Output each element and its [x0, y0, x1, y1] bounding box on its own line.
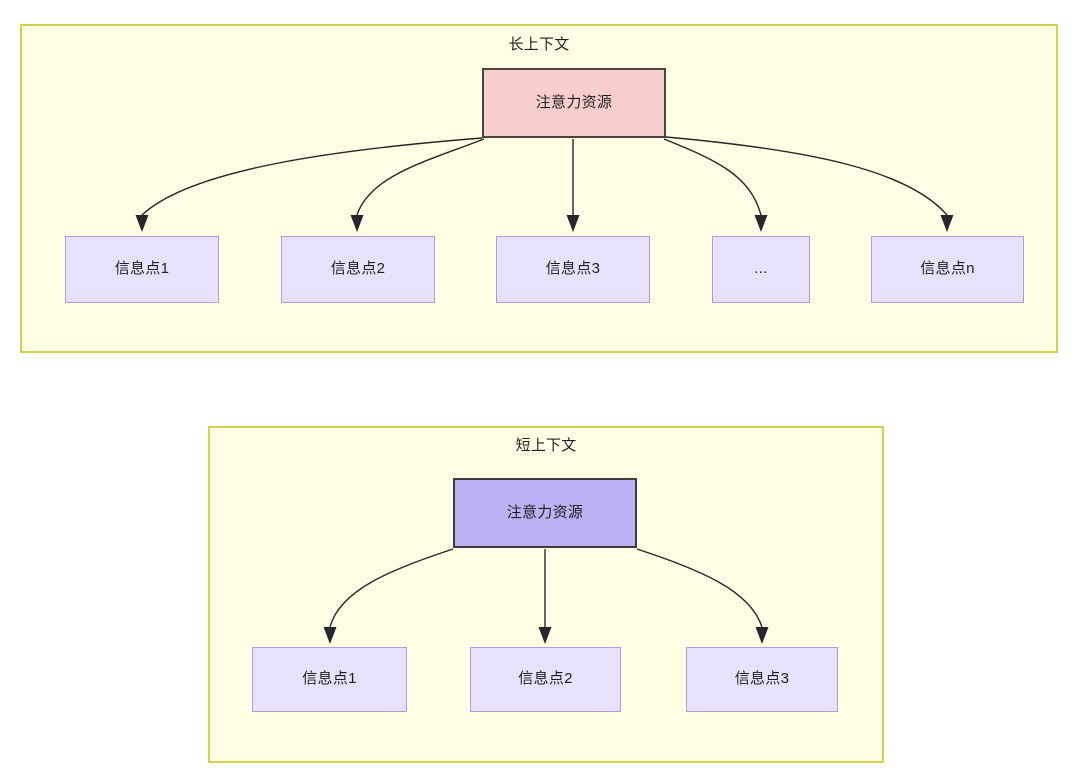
node-long-context-info-ellipsis[interactable]: ...: [712, 236, 810, 303]
node-long-context-info-2[interactable]: 信息点2: [281, 236, 435, 303]
node-short-context-info-2[interactable]: 信息点2: [470, 647, 621, 712]
group-long-context-title: 长上下文: [508, 36, 570, 53]
node-long-context-info-3[interactable]: 信息点3: [496, 236, 650, 303]
node-label: ...: [754, 260, 768, 278]
node-label: 信息点2: [330, 260, 386, 278]
node-label: 信息点3: [545, 260, 601, 278]
node-label: 信息点1: [302, 670, 357, 688]
node-long-context-info-n[interactable]: 信息点n: [871, 236, 1024, 303]
node-label: 信息点2: [518, 670, 573, 688]
node-label: 信息点n: [920, 260, 975, 278]
node-label: 注意力资源: [535, 93, 613, 111]
group-short-context: 短上下文: [208, 426, 884, 763]
node-short-context-attention-resource[interactable]: 注意力资源: [453, 478, 637, 548]
node-label: 信息点1: [114, 260, 170, 278]
node-short-context-info-3[interactable]: 信息点3: [686, 647, 838, 712]
node-label: 注意力资源: [506, 503, 584, 521]
node-short-context-info-1[interactable]: 信息点1: [252, 647, 407, 712]
node-long-context-attention-resource[interactable]: 注意力资源: [482, 68, 666, 138]
node-label: 信息点3: [734, 670, 790, 688]
node-long-context-info-1[interactable]: 信息点1: [65, 236, 219, 303]
group-short-context-title: 短上下文: [515, 437, 577, 454]
